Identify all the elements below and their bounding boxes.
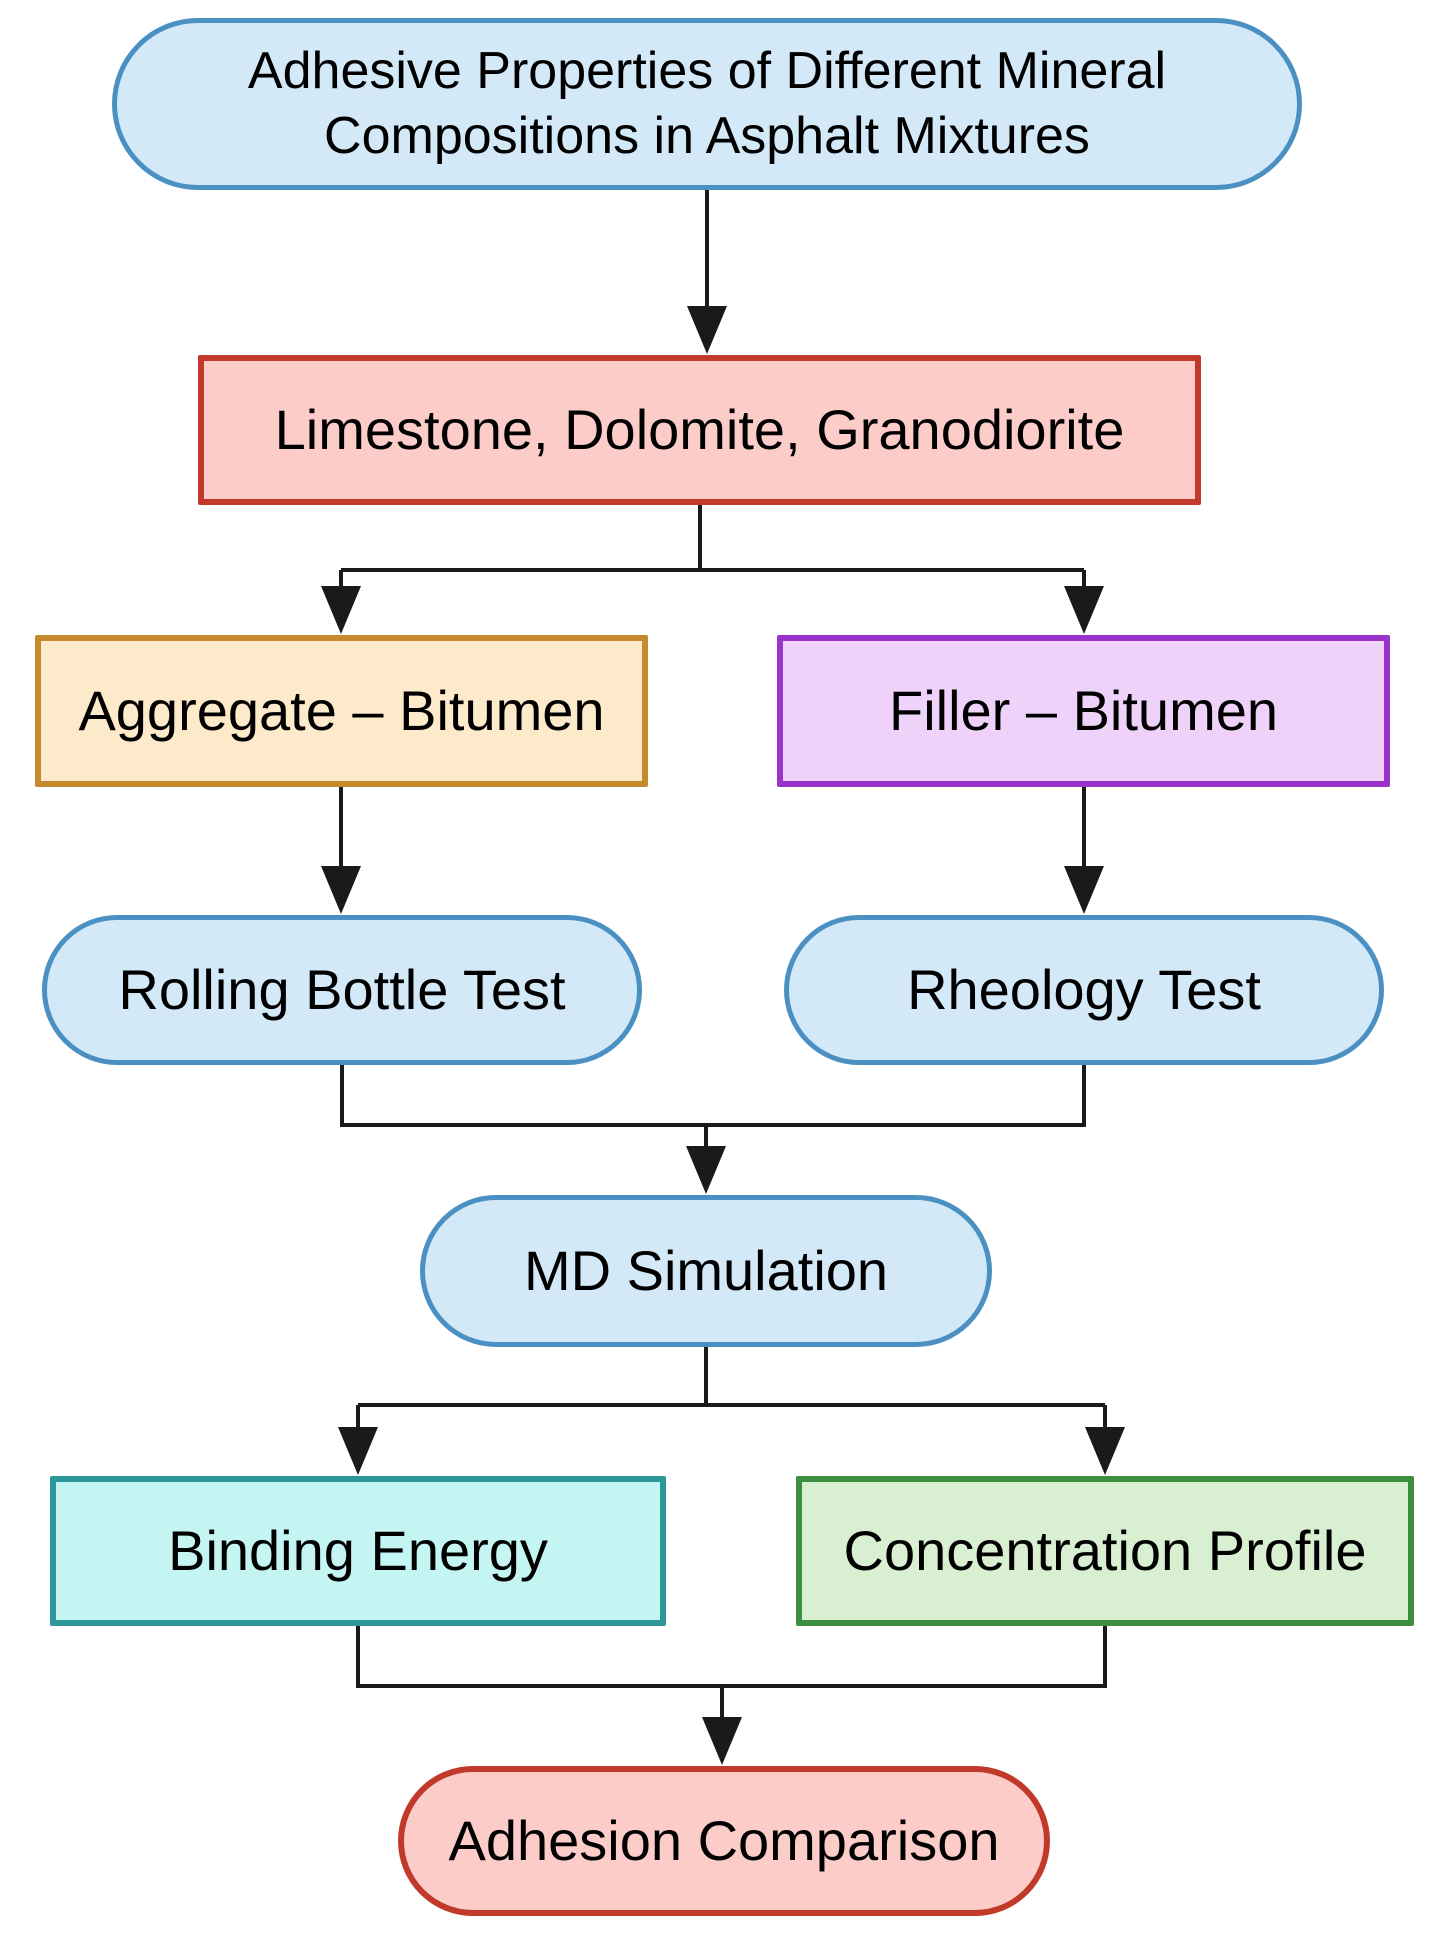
flowchart-node-adhesion-comparison: Adhesion Comparison: [398, 1766, 1050, 1916]
edge-results-merge-to-adhesion: [356, 1626, 1107, 1765]
flowchart-node-filler-bitumen: Filler – Bitumen: [777, 635, 1390, 787]
edge-minerals-split: [321, 505, 1104, 634]
edge-md-split: [338, 1347, 1125, 1475]
flowchart-node-aggregate-bitumen: Aggregate – Bitumen: [35, 635, 648, 787]
flowchart-node-md-simulation: MD Simulation: [420, 1195, 992, 1347]
flowchart-node-rolling-bottle-test: Rolling Bottle Test: [42, 915, 642, 1065]
flowchart-node-binding-energy: Binding Energy: [50, 1476, 666, 1626]
flowchart-node-rheology-test: Rheology Test: [784, 915, 1384, 1065]
flowchart-node-title: Adhesive Properties of Different Mineral…: [112, 18, 1302, 190]
edge-tests-merge-to-md: [340, 1065, 1086, 1194]
flowchart-node-concentration-profile: Concentration Profile: [796, 1476, 1414, 1626]
flowchart-node-minerals: Limestone, Dolomite, Granodiorite: [198, 355, 1201, 505]
